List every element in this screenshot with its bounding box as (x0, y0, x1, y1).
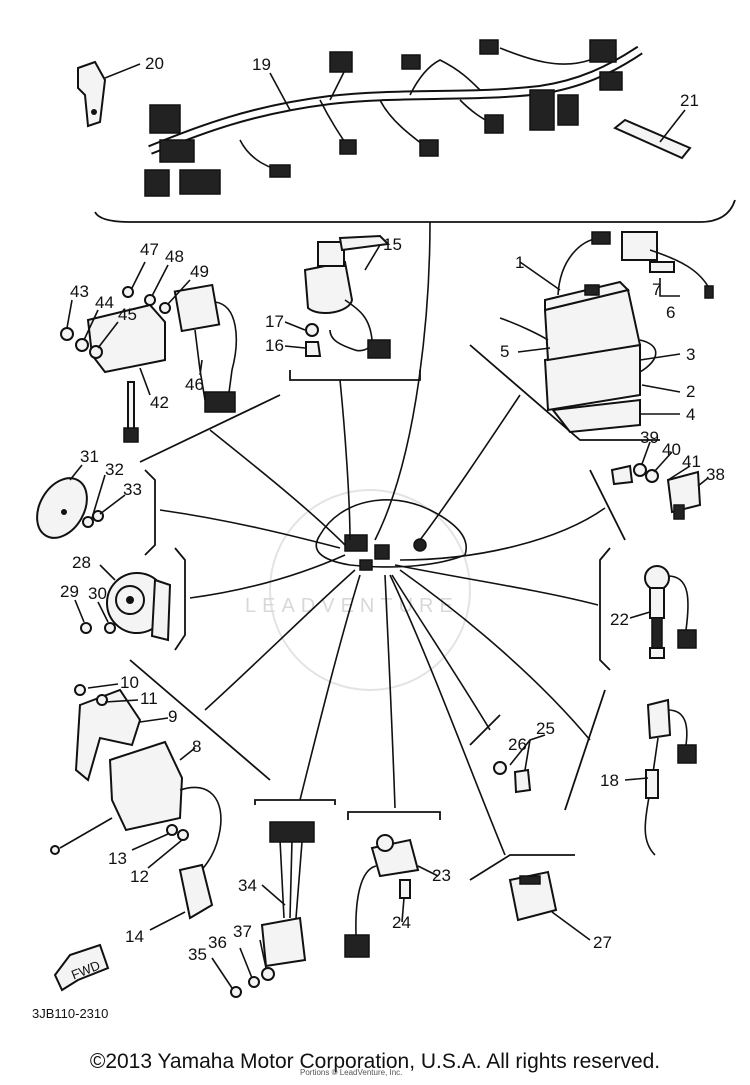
part-number-23: 23 (432, 866, 451, 885)
part-number-4: 4 (686, 405, 695, 424)
part-number-7: 7 (652, 280, 661, 299)
copyright-text: ©2013 Yamaha Motor Corporation, U.S.A. A… (89, 1050, 661, 1073)
part-number-45: 45 (118, 305, 137, 324)
battery-group: 1 5 3 2 4 7 6 (469, 231, 714, 441)
ignition-group: 10 11 9 8 13 12 14 (50, 659, 271, 946)
part-number-40: 40 (662, 440, 681, 459)
part-number-19: 19 (252, 55, 271, 74)
part-number-39: 39 (640, 428, 659, 447)
part-number-16: 16 (265, 336, 284, 355)
part-number-20: 20 (145, 54, 164, 73)
part-number-35: 35 (188, 945, 207, 964)
part-number-15: 15 (383, 235, 402, 254)
part-number-9: 9 (168, 707, 177, 726)
part-number-48: 48 (165, 247, 184, 266)
part-number-12: 12 (130, 867, 149, 886)
wire-harness-group: 20 19 21 (77, 39, 736, 223)
fwd-arrow-icon: FWD (53, 943, 110, 992)
part-number-25: 25 (536, 719, 555, 738)
neutral-switch-group: 22 (599, 547, 697, 671)
part-number-24: 24 (392, 913, 411, 932)
brake-switch-group: 18 (564, 689, 697, 856)
part-number-34: 34 (238, 876, 257, 895)
part-number-42: 42 (150, 393, 169, 412)
part-number-11: 11 (140, 689, 158, 708)
pickup-coil-group: 31 32 33 (36, 447, 156, 556)
part-number-32: 32 (105, 460, 124, 479)
part-number-17: 17 (265, 312, 284, 331)
watermark: LEADVENTURE (245, 489, 471, 691)
part-number-46: 46 (185, 375, 204, 394)
part-number-26: 26 (508, 735, 527, 754)
part-number-1: 1 (515, 253, 524, 272)
part-number-29: 29 (60, 582, 79, 601)
part-number-30: 30 (88, 584, 107, 603)
part-number-33: 33 (123, 480, 142, 499)
part-number-41: 41 (682, 452, 701, 471)
part-number-31: 31 (80, 447, 99, 466)
diagram-code: 3JB110-2310 (32, 1006, 108, 1021)
part-number-43: 43 (70, 282, 89, 301)
part-number-5: 5 (500, 342, 509, 361)
part-number-21: 21 (680, 91, 699, 110)
regulator-group: 43 44 45 47 48 49 42 46 (60, 240, 281, 463)
part-number-10: 10 (120, 673, 139, 692)
part-number-13: 13 (108, 849, 127, 868)
part-number-8: 8 (192, 737, 201, 756)
horn-group: 28 29 30 (60, 547, 186, 651)
part-number-44: 44 (95, 293, 114, 312)
relay-group: 39 40 41 38 (589, 428, 725, 541)
center-hub (159, 221, 606, 856)
part-number-47: 47 (140, 240, 159, 259)
part-number-38: 38 (706, 465, 725, 484)
main-switch-group: 15 17 16 (265, 234, 421, 381)
part-number-36: 36 (208, 933, 227, 952)
part-number-28: 28 (72, 553, 91, 572)
part-number-2: 2 (686, 382, 695, 401)
part-number-18: 18 (600, 771, 619, 790)
part-number-14: 14 (125, 927, 144, 946)
part-number-22: 22 (610, 610, 629, 629)
copyright-subnote: Portions © LeadVenture, Inc. (300, 1068, 403, 1077)
part-number-27: 27 (593, 933, 612, 952)
sensor-group: 23 24 (344, 811, 451, 958)
part-number-3: 3 (686, 345, 695, 364)
watermark-text: LEADVENTURE (245, 595, 459, 617)
part-number-6: 6 (666, 303, 675, 322)
part-number-49: 49 (190, 262, 209, 281)
flasher-group: 27 (469, 854, 612, 952)
part-number-37: 37 (233, 922, 252, 941)
rectifier-group: 34 35 36 37 (188, 799, 336, 998)
bolt-group: 25 26 (469, 714, 555, 794)
